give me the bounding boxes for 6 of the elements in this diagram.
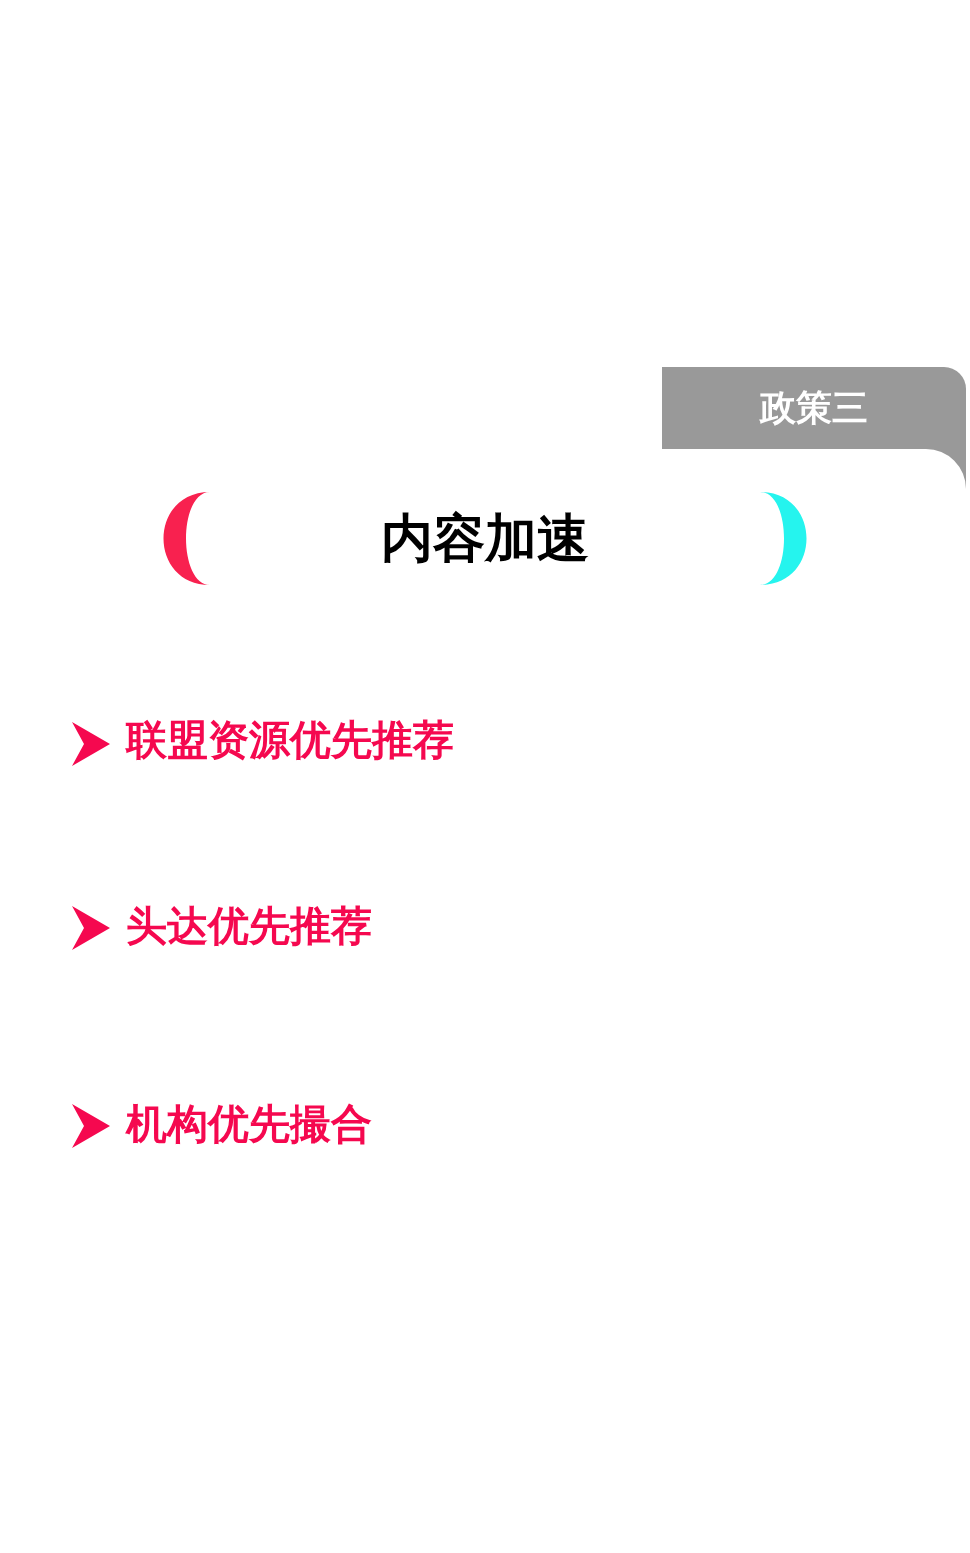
list-item-text: 联盟资源优先推荐: [126, 715, 454, 766]
title-text: 内容加速: [380, 507, 590, 570]
list-item-text: 机构优先撮合: [126, 1099, 372, 1150]
tab-label-box: [662, 367, 966, 449]
list-item-text: 头达优先推荐: [126, 901, 372, 952]
tab-text: 政策三: [760, 385, 868, 430]
